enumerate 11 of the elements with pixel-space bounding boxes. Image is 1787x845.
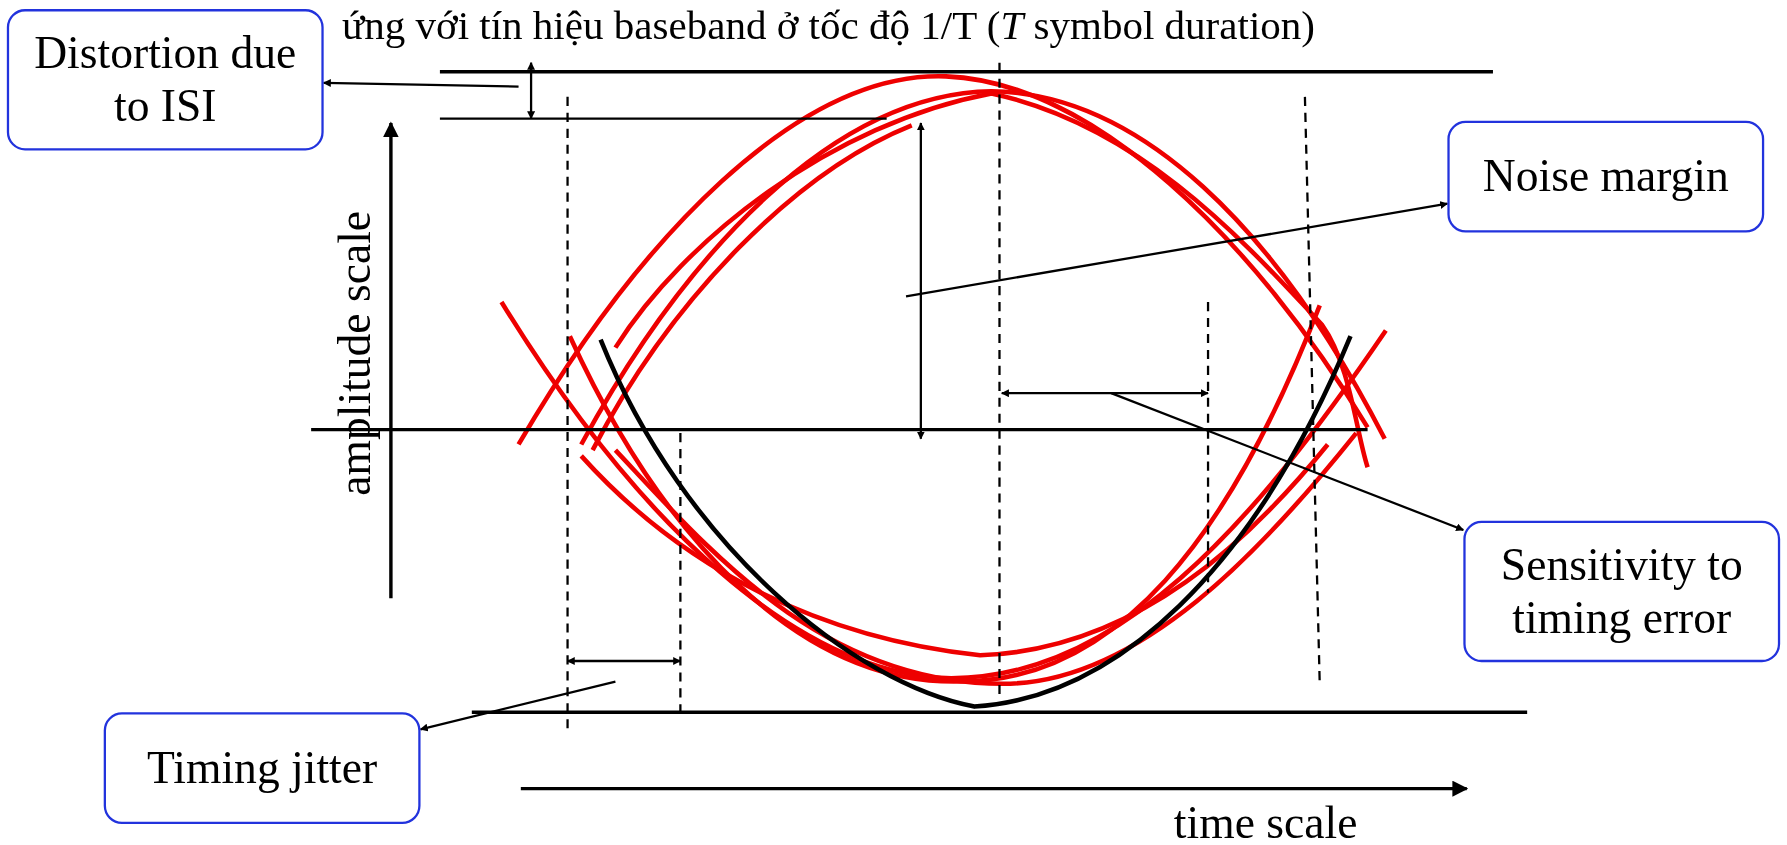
callout-box: Distortion due to ISI: [6, 9, 324, 151]
title: ứng với tín hiệu baseband ở tốc độ 1/T (T symbol duration): [341, 4, 1315, 46]
leader-line: [905, 201, 1449, 298]
leader-line: [322, 79, 519, 88]
callout-box: Noise margin: [1447, 120, 1765, 233]
leader-line: [419, 680, 616, 732]
axis-label: time scale: [1173, 800, 1358, 845]
callout-box: Timing jitter: [103, 712, 421, 824]
callout-box: Sensitivity to timing error: [1463, 520, 1781, 663]
axis-label: amplitude scale: [332, 210, 379, 496]
leader-line: [1110, 392, 1465, 532]
